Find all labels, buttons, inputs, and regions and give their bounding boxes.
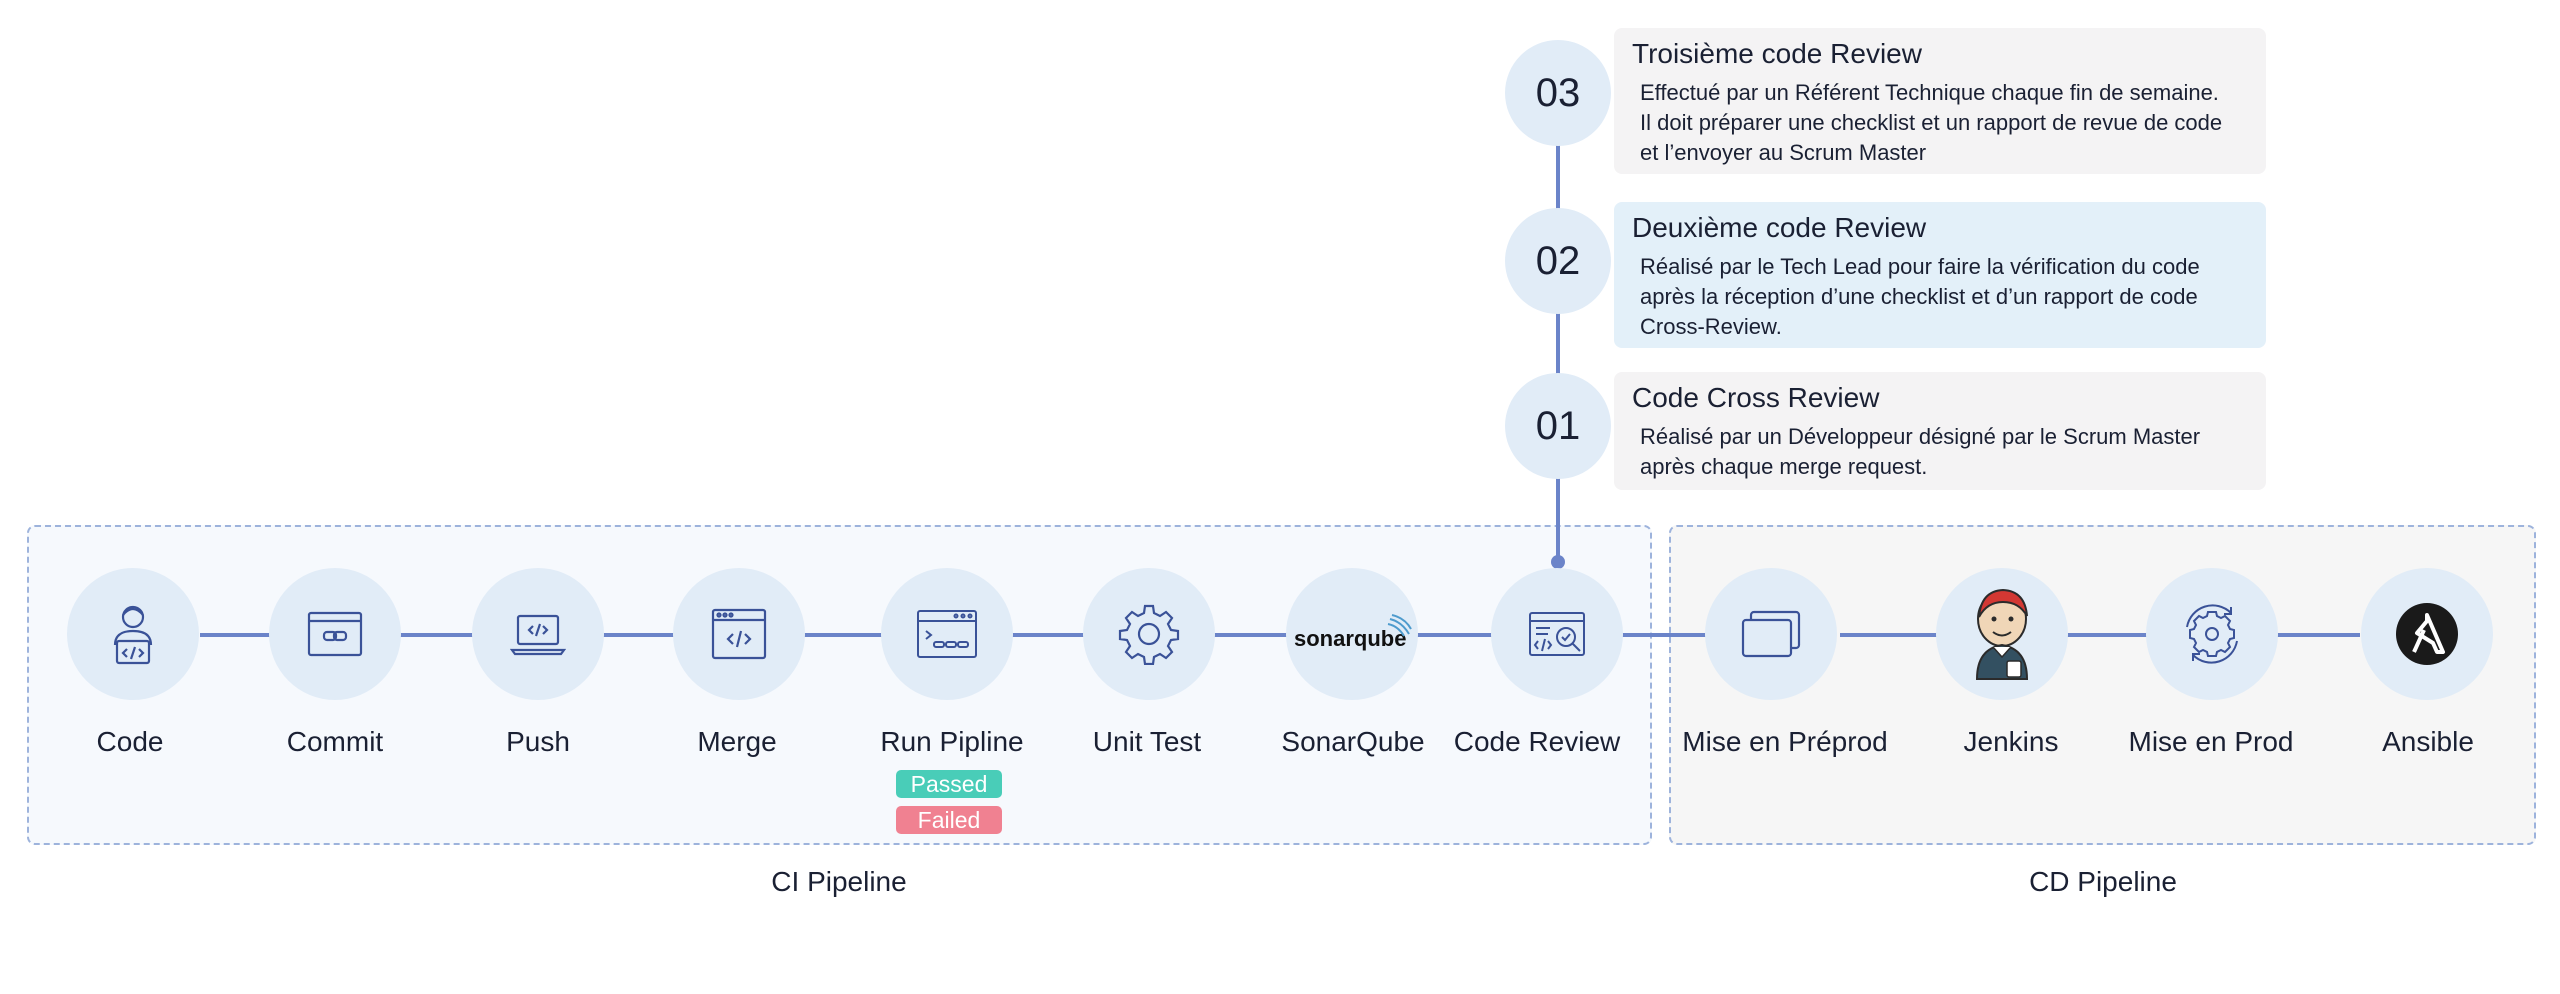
code-review-icon <box>1491 568 1623 700</box>
stacked-windows-icon <box>1705 568 1837 700</box>
step-label-merge: Merge <box>697 726 777 757</box>
review-card-title: Troisième code Review <box>1632 38 1922 69</box>
review-card-line: Réalisé par le Tech Lead pour faire la v… <box>1640 254 2200 279</box>
step-label-jenkins: Jenkins <box>1963 726 2059 757</box>
gear-cycle-icon <box>2146 568 2278 700</box>
laptop-code-icon <box>472 568 604 700</box>
review-card-title: Code Cross Review <box>1632 382 1880 413</box>
developer-icon <box>67 568 199 700</box>
step-label-preprod: Mise en Préprod <box>1682 726 1888 757</box>
cd-connector-line <box>1840 633 2360 637</box>
review-connector-1-pipeline <box>1556 478 1560 562</box>
pipeline-window-icon <box>881 568 1013 700</box>
ci-pipeline-title: CI Pipeline <box>771 866 907 897</box>
gear-icon <box>1083 568 1215 700</box>
review-card-1: Code Cross Review Réalisé par un Dévelop… <box>1614 372 2266 490</box>
step-label-commit: Commit <box>286 726 384 757</box>
ci-pipeline-box <box>27 525 1652 845</box>
status-badge-failed: Failed <box>896 806 1002 834</box>
review-anchor-dot <box>1551 555 1565 569</box>
step-label-push: Push <box>506 726 570 757</box>
review-connector-2-1 <box>1556 312 1560 377</box>
step-label-code-review: Code Review <box>1453 726 1621 757</box>
review-number-2: 02 <box>1505 208 1611 314</box>
ci-cd-connector-line <box>1620 633 1740 637</box>
step-label-unit-test: Unit Test <box>1092 726 1202 757</box>
sonarqube-logo: sonarqube <box>1286 568 1418 700</box>
sonarqube-logo-text: sonarqube <box>1294 626 1406 651</box>
cd-pipeline-title: CD Pipeline <box>2029 866 2177 897</box>
browser-code-icon <box>673 568 805 700</box>
step-label-sonarqube: SonarQube <box>1281 726 1425 757</box>
review-card-2: Deuxième code Review Réalisé par le Tech… <box>1614 202 2266 348</box>
review-card-line: après chaque merge request. <box>1640 454 1928 479</box>
review-card-line: Effectué par un Référent Technique chaqu… <box>1640 80 2219 105</box>
review-number-1: 01 <box>1505 373 1611 479</box>
step-label-code: Code <box>96 726 164 757</box>
review-card-title: Deuxième code Review <box>1632 212 1927 243</box>
review-card-line: Il doit préparer une checklist et un rap… <box>1640 110 2223 135</box>
review-card-line: après la réception d’une checklist et d’… <box>1640 284 2198 309</box>
review-card-line: Réalisé par un Développeur désigné par l… <box>1640 424 2201 449</box>
step-label-run-pipeline: Run Pipline <box>880 726 1024 757</box>
jenkins-logo <box>1936 568 2068 700</box>
review-connector-3-2 <box>1556 145 1560 220</box>
commit-window-icon <box>269 568 401 700</box>
ansible-logo <box>2361 568 2493 700</box>
review-card-line: Cross-Review. <box>1640 314 1782 339</box>
review-card-3: Troisième code Review Effectué par un Ré… <box>1614 28 2266 174</box>
step-label-prod: Mise en Prod <box>2128 726 2294 757</box>
status-badge-passed: Passed <box>896 770 1002 798</box>
step-label-ansible: Ansible <box>2382 726 2474 757</box>
review-card-line: et l’envoyer au Scrum Master <box>1640 140 1927 165</box>
review-number-3: 03 <box>1505 40 1611 146</box>
